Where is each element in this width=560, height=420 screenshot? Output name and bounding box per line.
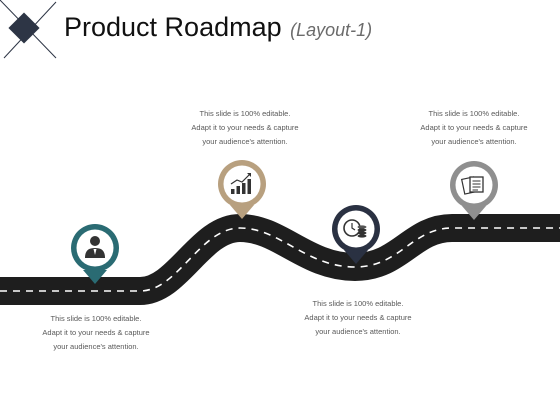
road-center-dashes [0, 227, 560, 292]
milestone-pin-2 [218, 160, 266, 219]
caption-line: This slide is 100% editable. [428, 109, 520, 118]
caption-line: your audience's attention. [431, 137, 517, 146]
milestone-pin-1 [71, 224, 119, 284]
caption-line: Adapt it to your needs & capture [42, 328, 150, 337]
milestone-caption-4: This slide is 100% editable. Adapt it to… [389, 107, 559, 149]
caption-line: Adapt it to your needs & capture [304, 313, 412, 322]
documents-icon [460, 176, 484, 195]
milestone-caption-2: This slide is 100% editable. Adapt it to… [160, 107, 330, 149]
milestone-caption-3: This slide is 100% editable. Adapt it to… [273, 297, 443, 339]
milestone-caption-1: This slide is 100% editable. Adapt it to… [11, 312, 181, 354]
caption-line: your audience's attention. [53, 342, 139, 351]
title-main: Product Roadmap [64, 12, 282, 42]
corner-logo [0, 0, 57, 59]
milestone-pin-3 [332, 205, 380, 264]
caption-line: Adapt it to your needs & capture [191, 123, 299, 132]
caption-line: your audience's attention. [202, 137, 288, 146]
caption-line: your audience's attention. [315, 327, 401, 336]
page-title: Product Roadmap (Layout-1) [64, 12, 372, 43]
road [0, 214, 560, 305]
clock-coins-icon [343, 219, 367, 238]
title-subtitle: (Layout-1) [290, 20, 373, 40]
caption-line: This slide is 100% editable. [50, 314, 142, 323]
person-icon [85, 236, 105, 258]
bar-chart-icon [230, 173, 251, 194]
caption-line: This slide is 100% editable. [199, 109, 291, 118]
milestone-pin-4 [450, 161, 498, 220]
caption-line: This slide is 100% editable. [312, 299, 404, 308]
caption-line: Adapt it to your needs & capture [420, 123, 528, 132]
